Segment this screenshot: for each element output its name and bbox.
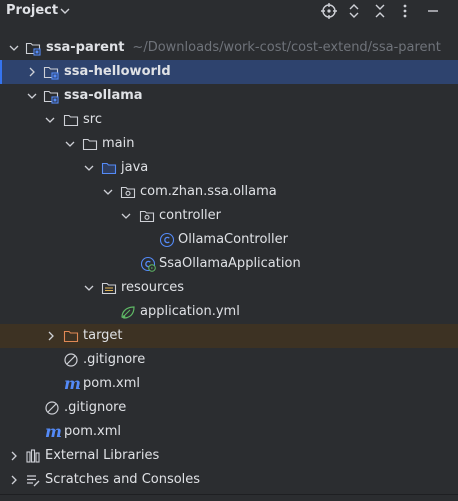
project-tree: ssa-parent ~/Downloads/work-cost/cost-ext… (0, 36, 458, 492)
tree-label: OllamaController (178, 232, 288, 247)
collapse-all-icon[interactable] (371, 2, 389, 20)
tree-label: pom.xml (64, 424, 121, 439)
tree-label: .gitignore (83, 352, 146, 367)
chevron-down-icon[interactable] (25, 89, 39, 103)
tree-label: External Libraries (45, 448, 160, 463)
tree-label: src (83, 112, 102, 127)
java-class-icon (159, 232, 175, 248)
source-root-folder-icon (101, 162, 117, 175)
tree-row-ollama-pom[interactable]: m pom.xml (0, 372, 458, 396)
maven-icon: m (45, 422, 62, 441)
tree-label: ssa-helloworld (64, 64, 171, 79)
panel-bottom-border (0, 494, 458, 495)
module-folder-icon (25, 42, 41, 56)
library-icon (26, 449, 40, 463)
tree-label: com.zhan.ssa.ollama (140, 184, 277, 199)
module-path: ~/Downloads/work-cost/cost-extend/ssa-pa… (132, 40, 441, 55)
tree-label: target (83, 328, 123, 343)
tree-row-root-gitignore[interactable]: .gitignore (0, 396, 458, 420)
chevron-down-icon[interactable] (7, 41, 21, 55)
maven-icon: m (64, 374, 81, 393)
chevron-down-icon[interactable] (101, 185, 115, 199)
tree-label: controller (159, 208, 222, 223)
excluded-folder-icon (63, 330, 79, 343)
tree-row-ssa-helloworld[interactable]: ssa-helloworld (0, 60, 458, 84)
tree-row-external-libraries[interactable]: External Libraries (0, 444, 458, 468)
spring-boot-class-icon (140, 256, 156, 272)
gitignore-icon (64, 353, 78, 367)
spring-config-icon (121, 306, 135, 319)
chevron-right-icon[interactable] (7, 449, 21, 463)
tree-row-controller[interactable]: controller (0, 204, 458, 228)
package-icon (139, 210, 155, 223)
tree-label: java (121, 160, 149, 175)
chevron-down-icon[interactable] (82, 161, 96, 175)
tree-label: resources (121, 280, 185, 295)
tree-row-root-pom[interactable]: m pom.xml (0, 420, 458, 444)
tree-row-ollama-controller[interactable]: OllamaController (0, 228, 458, 252)
tree-row-src[interactable]: src (0, 108, 458, 132)
chevron-right-icon[interactable] (44, 329, 58, 343)
chevron-down-icon[interactable] (82, 281, 96, 295)
tool-window-title[interactable]: Project (6, 3, 59, 18)
chevron-down-icon[interactable] (43, 113, 57, 127)
tree-row-main[interactable]: main (0, 132, 458, 156)
tree-row-scratches[interactable]: Scratches and Consoles (0, 468, 458, 492)
tree-row-package[interactable]: com.zhan.ssa.ollama (0, 180, 458, 204)
gitignore-icon (45, 401, 59, 415)
tree-label: main (102, 136, 135, 151)
tree-label: pom.xml (83, 376, 140, 391)
chevron-down-icon[interactable] (119, 209, 133, 223)
minimize-icon[interactable] (424, 2, 442, 20)
tree-row-ssa-ollama-application[interactable]: SsaOllamaApplication (0, 252, 458, 276)
project-tool-window-header: Project (0, 0, 458, 24)
chevron-down-icon[interactable] (63, 137, 77, 151)
folder-icon (63, 114, 79, 127)
tree-row-ssa-parent[interactable]: ssa-parent ~/Downloads/work-cost/cost-ext… (0, 36, 458, 60)
tree-label: Scratches and Consoles (45, 472, 201, 487)
tree-label: ssa-parent ~/Downloads/work-cost/cost-ext… (46, 40, 441, 55)
tree-label: SsaOllamaApplication (159, 256, 301, 271)
tree-row-java[interactable]: java (0, 156, 458, 180)
expand-collapse-icon[interactable] (345, 2, 363, 20)
module-folder-icon (43, 90, 59, 104)
more-options-icon[interactable] (396, 2, 414, 20)
tree-row-resources[interactable]: resources (0, 276, 458, 300)
module-folder-icon (43, 66, 59, 80)
tree-label: ssa-ollama (64, 88, 143, 103)
chevron-right-icon[interactable] (7, 473, 21, 487)
chevron-down-icon[interactable] (58, 4, 72, 18)
resources-folder-icon (101, 282, 117, 295)
chevron-right-icon[interactable] (25, 65, 39, 79)
scratches-icon (27, 475, 40, 487)
package-icon (120, 186, 136, 199)
tree-label: .gitignore (64, 400, 127, 415)
tree-label: application.yml (140, 304, 240, 319)
tree-row-target[interactable]: target (0, 324, 458, 348)
folder-icon (82, 138, 98, 151)
module-name: ssa-parent (46, 40, 125, 55)
tree-row-ssa-ollama[interactable]: ssa-ollama (0, 84, 458, 108)
tree-row-application-yml[interactable]: application.yml (0, 300, 458, 324)
tree-row-ollama-gitignore[interactable]: .gitignore (0, 348, 458, 372)
crosshair-icon[interactable] (320, 2, 338, 20)
